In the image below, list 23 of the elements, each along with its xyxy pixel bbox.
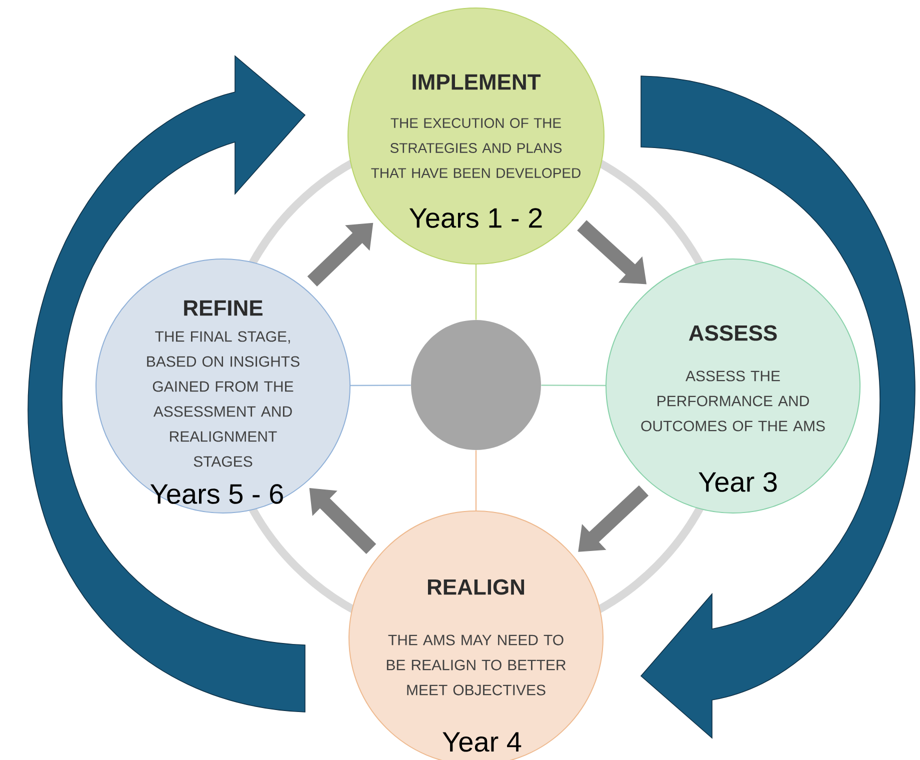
stage-title: REFINE	[184, 300, 262, 316]
stage-description: ASSESS THE PERFORMANCE AND OUTCOMES OF THE AMS	[641, 370, 825, 432]
connector-line	[541, 384, 606, 386]
stage-description: THE EXECUTION OF THE STRATEGIES AND PLANS THAT HAVE BEEN DEVELOPED	[371, 118, 580, 178]
hub-circle	[411, 320, 541, 450]
stage-circle	[606, 258, 860, 514]
stage-circle	[348, 8, 604, 264]
stage-description: THE AMS MAY NEED TO BE REALIGN TO BETTER MEET OBJECTIVES	[386, 634, 566, 696]
stage-description: THE FINAL STAGE, BASED ON INSIGHTS GAINED FROM THE ASSESSMENT AND REALIGNMENT STAGES	[147, 331, 300, 467]
connector-line	[350, 384, 411, 386]
year-label: Years 5 - 6	[150, 484, 283, 504]
cycle-arrow	[28, 56, 306, 712]
stage-title: IMPLEMENT	[412, 74, 541, 90]
year-label: Year 3	[698, 472, 777, 492]
connector-line	[475, 450, 477, 510]
year-label: Year 4	[442, 732, 522, 752]
stage-title: ASSESS	[688, 325, 777, 341]
stage-title: REALIGN	[428, 579, 524, 595]
stage-circle	[96, 258, 350, 514]
cycle-arrow	[640, 76, 916, 738]
connector-line	[475, 264, 477, 320]
year-label: Years 1 - 2	[409, 208, 542, 228]
stage-circle	[348, 510, 604, 760]
